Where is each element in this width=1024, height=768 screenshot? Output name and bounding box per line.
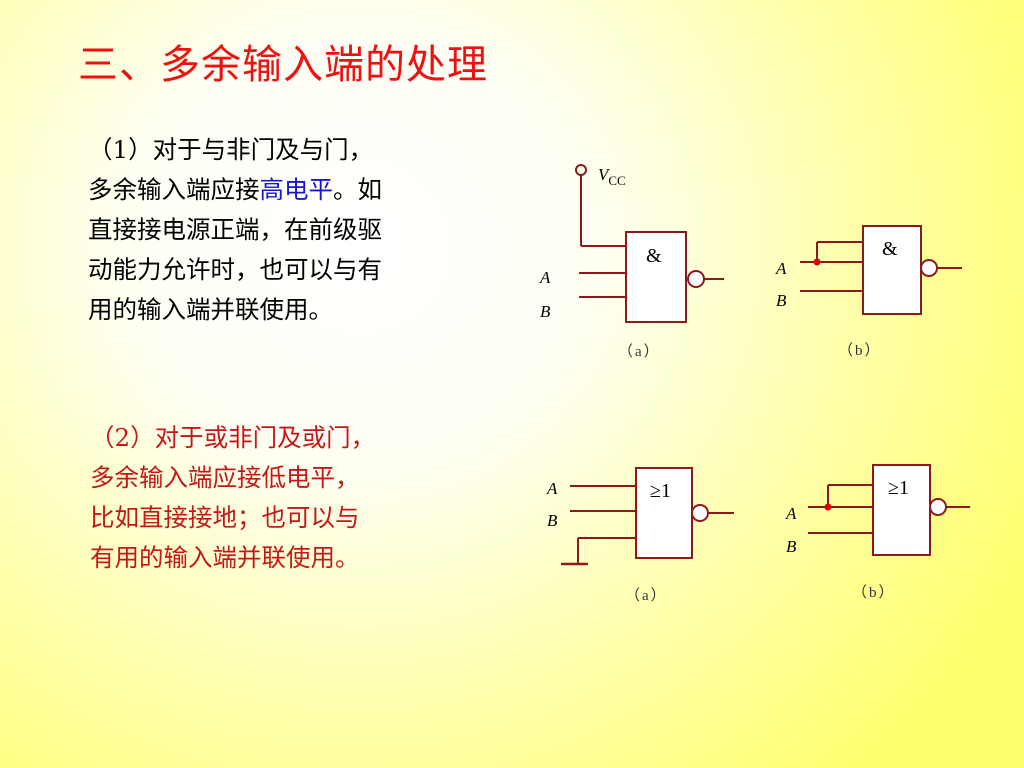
vcc-label-v: V <box>598 165 611 184</box>
highlight-high-level: 高电平 <box>259 175 334 204</box>
section2-line-4: 有用的输入端并联使用。 <box>90 543 360 572</box>
section2-line-1: （2）对于或非门及或门， <box>90 423 376 452</box>
input-b-label: B <box>540 302 551 321</box>
nand-gate-parallel-diagram <box>800 225 962 315</box>
inverter-bubble <box>929 498 947 516</box>
nor-gate-ground-diagram <box>561 467 734 566</box>
junction-dot <box>824 503 832 511</box>
inverter-bubble <box>687 270 705 288</box>
vcc-label-sub: CC <box>608 173 625 188</box>
nand-gate-b <box>862 225 922 315</box>
section1-line-1: （1）对于与非门及与门， <box>88 135 374 164</box>
or-symbol: ≥1 <box>650 480 671 502</box>
or-symbol: ≥1 <box>888 477 909 499</box>
section1-line-3: 直接接电源正端，在前级驱 <box>88 215 382 244</box>
section1-line-2: 多余输入端应接高电平。如 <box>88 170 518 210</box>
nand-gate-a <box>625 231 687 323</box>
inverter-bubble <box>691 504 709 522</box>
page-title: 三、多余输入端的处理 <box>78 42 488 88</box>
section2-line-2: 多余输入端应接低电平， <box>90 463 360 492</box>
section2-line-3: 比如直接接地；也可以与 <box>90 503 360 532</box>
nand-gate-vcc-diagram <box>575 164 724 323</box>
nor-gate-parallel-diagram <box>808 464 970 556</box>
junction-dot <box>813 258 821 266</box>
vcc-terminal <box>575 164 587 176</box>
inverter-bubble <box>920 259 938 277</box>
caption-a: （a） <box>625 587 668 604</box>
caption-a: （a） <box>618 343 661 360</box>
and-symbol: & <box>882 238 898 260</box>
input-b-label: B <box>547 511 558 530</box>
input-a-label: A <box>546 479 558 498</box>
caption-b: （b） <box>852 584 896 601</box>
section1-text: （1）对于与非门及与门， 多余输入端应接高电平。如 直接接电源正端，在前级驱 动… <box>88 130 518 330</box>
section1-line-4: 动能力允许时，也可以与有 <box>88 255 382 284</box>
input-b-label: B <box>786 537 797 556</box>
section1-line-2-end: 。如 <box>333 175 382 204</box>
vcc-label: VCC <box>598 165 626 188</box>
section1-line-5: 用的输入端并联使用。 <box>88 295 333 324</box>
input-a-label: A <box>785 504 797 523</box>
caption-b: （b） <box>838 342 882 359</box>
and-symbol: & <box>646 245 662 267</box>
section2-text: （2）对于或非门及或门， 多余输入端应接低电平， 比如直接接地；也可以与 有用的… <box>90 418 520 578</box>
section1-line-2-start: 多余输入端应接 <box>88 175 260 204</box>
input-b-label: B <box>776 291 787 310</box>
input-a-label: A <box>539 268 551 287</box>
input-a-label: A <box>775 259 787 278</box>
